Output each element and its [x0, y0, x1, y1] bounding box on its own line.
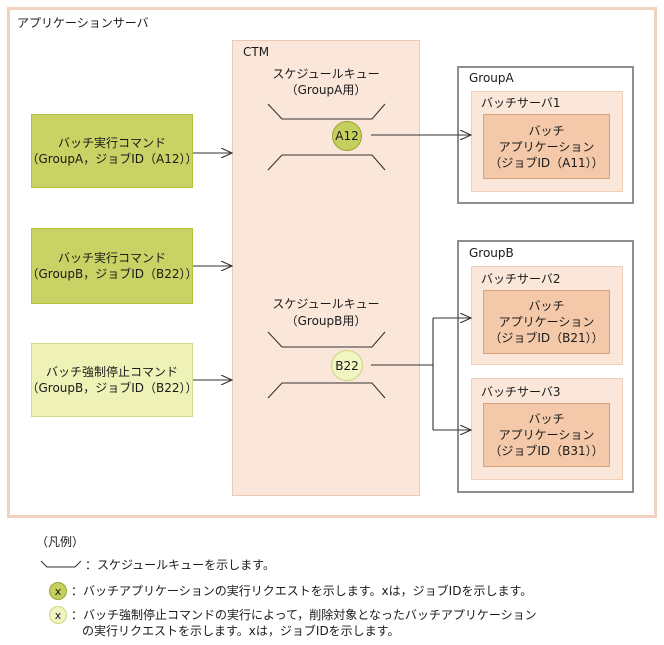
legend-title: （凡例） — [36, 535, 85, 549]
command-args: （GroupB，ジョブID（B22）） — [26, 267, 198, 281]
queue-b-upper — [267, 331, 386, 348]
app-job-id: （ジョブID（B31）） — [489, 444, 604, 458]
app-line: バッチ — [528, 412, 565, 426]
legend-request-icon: x — [49, 582, 67, 600]
queue-b-lower — [267, 382, 386, 399]
group-a-label: GroupA — [469, 71, 514, 85]
app-line: アプリケーション — [498, 315, 595, 329]
queue-a-sub: （GroupA用） — [285, 83, 367, 97]
legend-deleted-request-text-2: の実行リクエストを示します。xは，ジョブIDを示します。 — [82, 624, 400, 638]
legend-queue-symbol — [40, 560, 82, 568]
app-job-id: （ジョブID（A11）） — [489, 155, 604, 170]
command-args: （GroupB，ジョブID（B22）） — [26, 381, 198, 395]
batch-app-a11: バッチ アプリケーション （ジョブID（A11）） — [483, 114, 610, 179]
app-line: バッチ — [528, 299, 565, 313]
command-force-stop-group-b: バッチ強制停止コマンド （GroupB，ジョブID（B22）） — [26, 343, 198, 417]
group-b-label: GroupB — [469, 246, 514, 260]
command-label: バッチ実行コマンド — [57, 251, 166, 265]
legend-deleted-request-icon: x — [49, 606, 67, 624]
queue-a-title: スケジュールキュー — [272, 67, 380, 81]
app-line: バッチ — [528, 123, 565, 138]
legend-queue-text: ：スケジュールキューを示します。 — [85, 558, 275, 572]
command-args: （GroupA，ジョブID（A12）） — [26, 152, 198, 166]
batch-server-label: バッチサーバ3 — [481, 385, 561, 399]
app-line: アプリケーション — [498, 428, 595, 442]
command-label: バッチ実行コマンド — [57, 136, 166, 150]
legend-request-text: ：バッチアプリケーションの実行リクエストを示します。xは，ジョブIDを示します。 — [71, 584, 533, 598]
queue-b-sub: （GroupB用） — [285, 314, 367, 328]
batch-app-b21: バッチ アプリケーション （ジョブID（B21）） — [483, 290, 610, 354]
ctm-box — [232, 40, 420, 496]
queue-a-lower — [267, 154, 386, 171]
request-badge-b22: B22 — [331, 350, 363, 381]
request-badge-a12: A12 — [332, 121, 362, 151]
queue-b-title: スケジュールキュー — [272, 297, 380, 311]
command-exec-group-a: バッチ実行コマンド （GroupA，ジョブID（A12）） — [27, 114, 198, 188]
app-server-frame — [7, 7, 657, 518]
batch-server-label: バッチサーバ1 — [481, 96, 561, 110]
app-server-label: アプリケーションサーバ — [17, 16, 149, 30]
command-label: バッチ強制停止コマンド — [45, 365, 178, 379]
ctm-label: CTM — [243, 45, 270, 59]
command-exec-group-b: バッチ実行コマンド （GroupB，ジョブID（B22）） — [26, 228, 198, 304]
app-line: アプリケーション — [498, 139, 595, 154]
batch-app-b31: バッチ アプリケーション （ジョブID（B31）） — [483, 403, 610, 467]
batch-server-label: バッチサーバ2 — [481, 272, 561, 286]
legend-deleted-request-text: ：バッチ強制停止コマンドの実行によって，削除対象となったバッチアプリケーション — [71, 608, 537, 622]
queue-a-upper — [267, 103, 386, 120]
app-job-id: （ジョブID（B21）） — [489, 331, 604, 345]
